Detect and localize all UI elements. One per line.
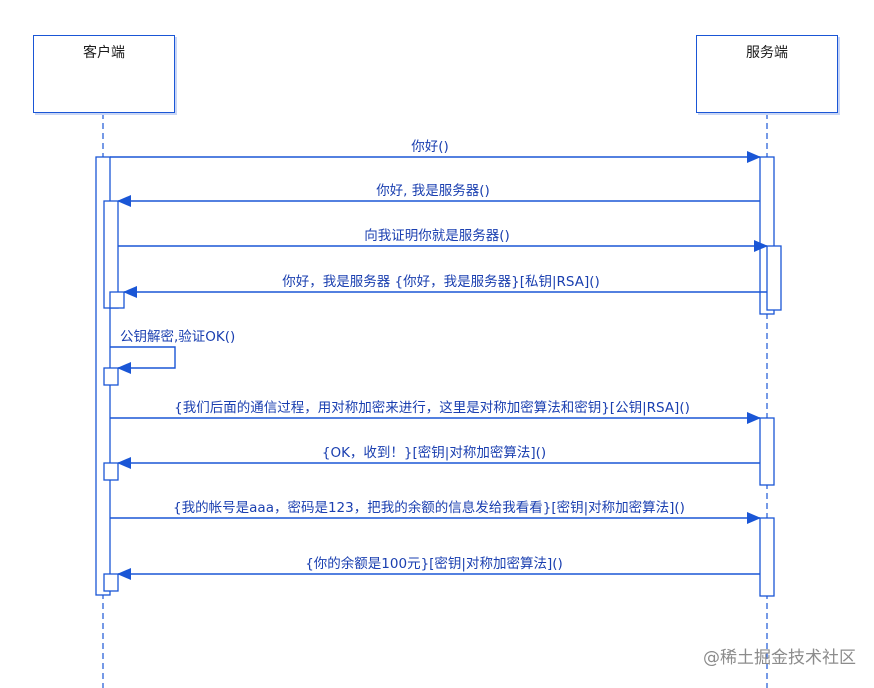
client-participant-box: 客户端 (33, 35, 175, 113)
client-participant-label: 客户端 (83, 45, 125, 61)
server-participant-box: 服务端 (696, 35, 838, 113)
message-label-9: {你的余额是100元}[密钥|对称加密算法]() (305, 556, 563, 572)
message-label-5: 公钥解密,验证OK() (120, 329, 236, 345)
client-activation-nested (109, 291, 125, 309)
message-label-4: 你好，我是服务器 {你好，我是服务器}[私钥|RSA]() (282, 274, 600, 290)
message-arrow-5-self (110, 346, 176, 374)
server-participant-label: 服务端 (746, 45, 788, 61)
message-label-1: 你好() (411, 139, 449, 155)
server-activation-2 (759, 417, 775, 486)
client-activation-2 (103, 462, 119, 481)
message-label-6: {我们后面的通信过程，用对称加密来进行，这里是对称加密算法和密钥}[公钥|RSA… (174, 400, 690, 416)
client-activation-3 (103, 573, 119, 592)
message-label-2: 你好, 我是服务器() (376, 183, 490, 199)
client-activation-self (103, 367, 119, 386)
server-activation-nested (766, 245, 782, 311)
watermark: @稀土掘金技术社区 (703, 648, 856, 668)
message-label-8: {我的帐号是aaa，密码是123，把我的余额的信息发给我看看}[密钥|对称加密算… (173, 500, 685, 516)
server-activation-3 (759, 517, 775, 597)
message-label-3: 向我证明你就是服务器() (364, 228, 510, 244)
message-label-7: {OK，收到！}[密钥|对称加密算法]() (321, 445, 547, 461)
